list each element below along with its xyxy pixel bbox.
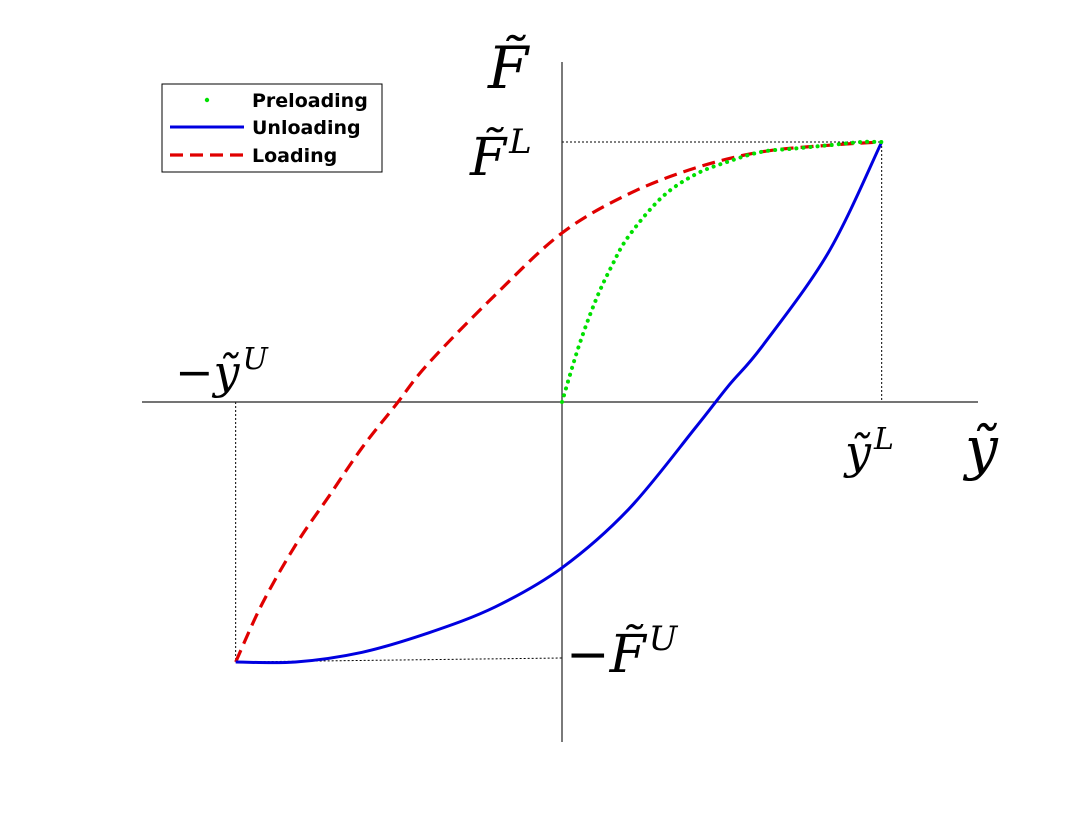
legend-unloading-label: Unloading — [252, 117, 361, 139]
series-preloading-line — [560, 139, 884, 404]
series-unloading-line — [235, 141, 884, 665]
label-neg-F-U-superscript: U — [649, 619, 679, 659]
series-loading-line — [234, 140, 882, 663]
label-neg-y-U-superscript: U — [243, 342, 270, 377]
label-F-L: F̃L — [469, 122, 532, 188]
label-neg-F-U: −F̃U — [566, 619, 679, 685]
x-axis-title: ỹ — [962, 414, 999, 482]
label-F-L-superscript: L — [508, 122, 532, 162]
label-F-L-base: F̃ — [469, 127, 508, 188]
y-axis-title-base: F̃ — [487, 33, 530, 102]
y-axis-title: F̃ — [487, 33, 530, 102]
legend-preloading-label: Preloading — [252, 90, 368, 112]
legend-loading-label: Loading — [252, 145, 337, 167]
label-neg-y-U-base: −ỹ — [175, 345, 241, 399]
guide-lines — [235, 141, 883, 663]
series-group — [234, 139, 884, 665]
x-axis-title-base: ỹ — [962, 414, 999, 482]
label-y-L-superscript: L — [873, 422, 894, 457]
label-y-L-base: ỹ — [843, 425, 872, 479]
label-neg-F-U-base: −F̃ — [566, 624, 648, 685]
legend-preloading-marker — [204, 97, 210, 103]
